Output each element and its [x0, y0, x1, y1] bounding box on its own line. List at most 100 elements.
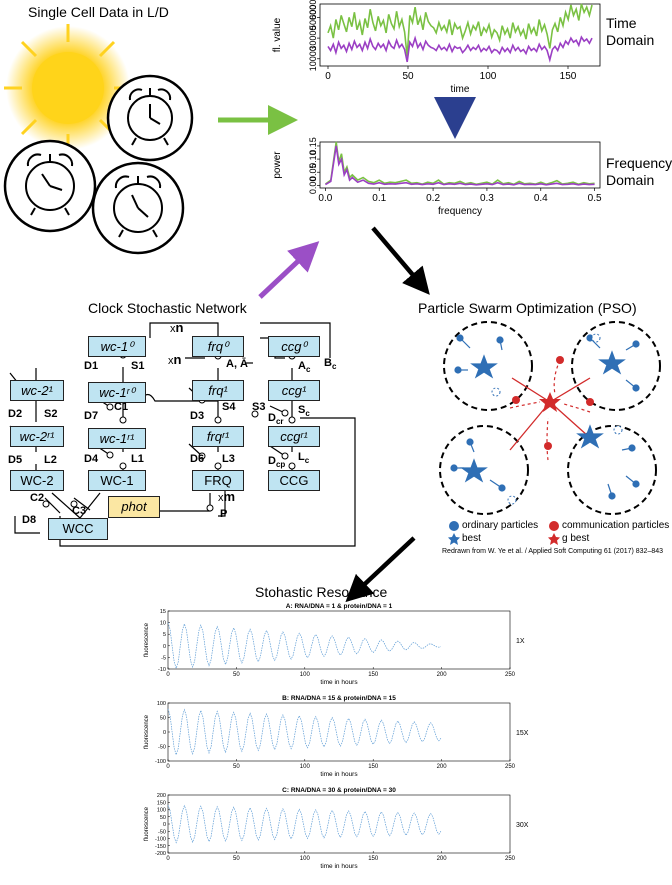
pso-diagram — [439, 321, 661, 515]
y-tick-label: 0 — [163, 730, 166, 736]
series-line — [167, 804, 442, 844]
y-tick-label: 0.10 — [308, 150, 318, 168]
y-axis-label: fl. value — [272, 17, 283, 52]
legend-ordinary: ordinary particles — [462, 520, 539, 531]
gbest-star-icon — [548, 533, 560, 545]
x-tick-label: 100 — [300, 672, 311, 678]
label-D8: D8 — [22, 514, 37, 526]
y-tick-label: -150 — [155, 844, 166, 850]
frequency-domain-label: Frequency Domain — [606, 155, 672, 188]
x-tick-label: 200 — [437, 764, 448, 770]
multiplier-label: 1X — [516, 638, 525, 645]
y-tick-label: 0 — [163, 822, 166, 828]
resonance-title: Stohastic Resonance — [255, 584, 388, 600]
label-Dcp: Dcp — [268, 455, 286, 470]
y-tick-label: -5 — [161, 655, 166, 661]
x-tick-label: 0 — [166, 764, 170, 770]
time-domain-label: Time Domain — [606, 15, 655, 48]
label-D6: D6 — [190, 453, 205, 465]
legend-best: best — [462, 533, 481, 544]
gene-wc2-r1: wc-2ʳ¹ — [10, 426, 64, 447]
alarm-clock-icon — [91, 161, 185, 255]
x-tick-label: 200 — [437, 856, 448, 862]
y-tick-label: 0.00 — [308, 177, 318, 195]
x-axis-label: time in hours — [320, 679, 358, 686]
y-tick-label: 50 — [160, 815, 166, 821]
x-tick-label: 150 — [368, 856, 379, 862]
label-L3: L3 — [222, 453, 235, 465]
ordinary-particle-icon — [449, 521, 459, 531]
purple-arrow — [258, 241, 320, 299]
label-C1: C1 — [114, 401, 129, 413]
multiplier-label: 30X — [516, 822, 529, 829]
legend-gbest: g best — [562, 533, 590, 544]
y-tick-label: -100 — [155, 759, 166, 765]
y-axis-label: power — [272, 151, 283, 179]
label-Lc: Lc — [298, 451, 310, 466]
label-S2: S2 — [44, 408, 58, 420]
label-Bc: Bc — [324, 357, 337, 372]
label-D2: D2 — [8, 408, 23, 420]
label-S4: S4 — [222, 401, 236, 413]
label-Ac: Ac — [298, 360, 311, 375]
gene-ccg-0: ccg⁰ — [268, 336, 320, 357]
y-tick-label: 15 — [160, 609, 166, 615]
network-title: Clock Stochastic Network — [88, 300, 247, 316]
protein-frq: FRQ — [192, 470, 244, 491]
label-P: P — [220, 508, 228, 520]
plot-frame — [167, 794, 511, 854]
label-Sc: Sc — [298, 404, 310, 419]
best-star-icon — [448, 533, 460, 545]
y-tick-label: 10 — [160, 621, 166, 627]
legend-communication: communication particles — [562, 520, 670, 531]
pso-title: Particle Swarm Optimization (PSO) — [418, 300, 637, 316]
y-tick-label: 5 — [163, 632, 166, 638]
chart-title: C: RNA/DNA = 30 & protein/DNA = 30 — [282, 787, 396, 794]
x-tick-label: 150 — [560, 71, 577, 82]
y-tick-label: 0.05 — [308, 163, 318, 181]
x-tick-label: 50 — [233, 856, 240, 862]
x-tick-label: 150 — [368, 764, 379, 770]
gene-ccg-1: ccg¹ — [268, 380, 320, 401]
x-tick-label: 100 — [300, 764, 311, 770]
y-tick-label: 100 — [157, 808, 166, 814]
sun-icon — [4, 24, 132, 152]
x-tick-label: 50 — [233, 672, 240, 678]
label-S1: S1 — [131, 360, 145, 372]
plot-frame — [167, 702, 511, 762]
y-tick-label: 200 — [157, 793, 166, 799]
y-tick-label: -10 — [158, 667, 166, 673]
alarm-clock-icon — [106, 74, 194, 162]
label-x-n-top: xn — [170, 320, 184, 335]
sun-and-clocks-illustration — [3, 24, 194, 255]
x-tick-label: 0.5 — [588, 193, 602, 204]
plot-frame — [167, 610, 511, 670]
label-L1: L1 — [131, 453, 144, 465]
y-tick-label: -100 — [155, 837, 166, 843]
series-line-1 — [327, 35, 593, 63]
y-axis-label: fluorescence — [144, 714, 150, 749]
label-D7: D7 — [84, 410, 99, 422]
chart-title: B: RNA/DNA = 15 & protein/DNA = 15 — [282, 695, 396, 702]
x-axis-label: time — [451, 84, 470, 95]
x-axis-label: time in hours — [320, 863, 358, 870]
protein-wcc: WCC — [48, 518, 108, 540]
label-D4: D4 — [84, 453, 99, 465]
y-tick-label: -200 — [155, 851, 166, 857]
alarm-clock-icon — [3, 139, 97, 233]
series-line-1 — [324, 145, 595, 186]
x-tick-label: 150 — [368, 672, 379, 678]
x-axis-label: frequency — [438, 206, 482, 217]
x-axis-label: time in hours — [320, 771, 358, 778]
y-axis-label: fluorescence — [144, 806, 150, 841]
y-tick-label: 100 — [157, 701, 166, 707]
multiplier-label: 15X — [516, 730, 529, 737]
protein-wc1: WC-1 — [88, 470, 146, 491]
y-tick-label: 150 — [157, 800, 166, 806]
single-cell-title: Single Cell Data in L/D — [28, 4, 169, 20]
protein-wc2: WC-2 — [10, 470, 64, 491]
